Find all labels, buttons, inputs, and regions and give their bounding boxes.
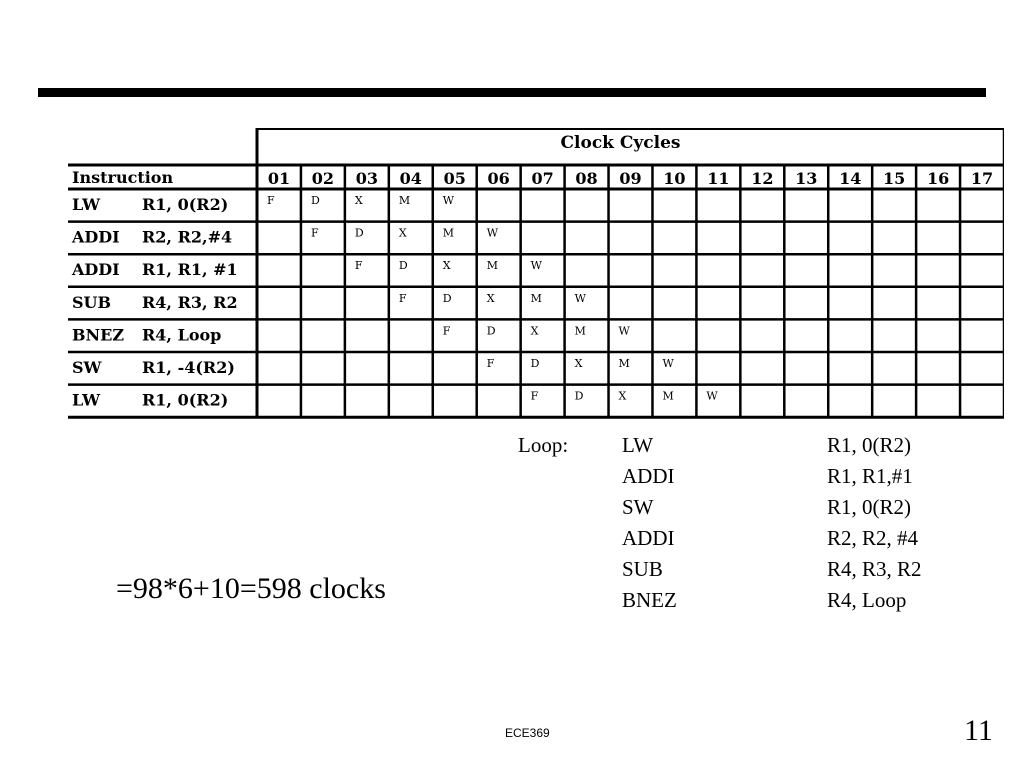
stage-cell: W	[443, 194, 455, 207]
stage-cell: D	[399, 259, 408, 272]
cycle-header: 08	[575, 169, 597, 188]
cycle-header: 17	[971, 169, 993, 188]
stage-cell: F	[487, 357, 495, 370]
code-opcode: ADDI	[622, 464, 675, 488]
stage-cell: M	[399, 194, 410, 207]
cycle-header: 15	[883, 169, 905, 188]
stage-cell: X	[355, 194, 363, 207]
instruction-args: R4, R3, R2	[142, 293, 238, 312]
stage-cell: X	[619, 390, 627, 403]
cycle-header: 06	[488, 169, 510, 188]
stage-cell: X	[575, 357, 583, 370]
cycle-header: 12	[751, 169, 773, 188]
stage-cell: D	[575, 390, 584, 403]
stage-cell: M	[619, 357, 630, 370]
cycle-header: 01	[268, 169, 290, 188]
instruction-args: R1, 0(R2)	[142, 195, 228, 214]
cycle-header: 09	[619, 169, 641, 188]
cycle-header: 03	[356, 169, 378, 188]
stage-cell: D	[311, 194, 320, 207]
stage-cell: M	[662, 390, 673, 403]
stage-cell: F	[531, 390, 539, 403]
stage-cell: M	[575, 324, 586, 337]
stage-cell: X	[487, 292, 495, 305]
stage-cell: W	[619, 324, 631, 337]
instruction-op: ADDI	[71, 260, 120, 279]
code-opcode: SUB	[622, 557, 663, 581]
stage-cell: M	[531, 292, 542, 305]
instruction-args: R4, Loop	[142, 325, 221, 344]
stage-cell: W	[487, 227, 499, 240]
cycle-header: 02	[312, 169, 334, 188]
instruction-args: R1, R1, #1	[142, 260, 238, 279]
code-line: SUB R4, R3, R2	[622, 554, 922, 585]
code-line: SW R1, 0(R2)	[622, 492, 911, 523]
code-operands: R4, Loop	[827, 588, 907, 612]
stage-cell: D	[531, 357, 540, 370]
stage-cell: D	[487, 324, 496, 337]
stage-cell: F	[355, 259, 363, 272]
stage-cell: M	[487, 259, 498, 272]
loop-label: Loop:	[518, 433, 569, 457]
code-line: ADDI R2, R2, #4	[622, 523, 918, 554]
instruction-op: LW	[72, 391, 101, 410]
instruction-op: LW	[72, 195, 101, 214]
instruction-args: R1, 0(R2)	[142, 391, 228, 410]
code-operands: R2, R2, #4	[827, 526, 919, 550]
instruction-args: R2, R2,#4	[142, 228, 232, 247]
code-operands: R1, 0(R2)	[827, 433, 911, 457]
cycle-header: 10	[663, 169, 685, 188]
stage-cell: F	[267, 194, 275, 207]
stage-cell: F	[311, 227, 319, 240]
instruction-header: Instruction	[72, 168, 173, 187]
stage-cell: X	[531, 324, 539, 337]
title-rule	[38, 88, 986, 97]
cycle-header: 13	[795, 169, 817, 188]
instruction-op: SUB	[72, 293, 111, 312]
stage-cell: W	[531, 259, 543, 272]
cycle-header: 07	[531, 169, 553, 188]
cycle-header: 14	[839, 169, 861, 188]
code-opcode: BNEZ	[622, 588, 677, 612]
stage-cell: X	[443, 259, 451, 272]
clock-formula: =98*6+10=598 clocks	[116, 572, 386, 605]
stage-cell: W	[706, 390, 718, 403]
code-operands: R1, 0(R2)	[827, 495, 911, 519]
code-operands: R4, R3, R2	[827, 557, 922, 581]
footer-course: ECE369	[505, 726, 550, 740]
cycle-header: 16	[927, 169, 949, 188]
slide-number: 11	[964, 714, 993, 747]
cycle-header: 11	[707, 169, 729, 188]
code-line: ADDI R1, R1,#1	[622, 461, 913, 492]
instruction-args: R1, -4(R2)	[142, 358, 235, 377]
code-line: BNEZ R4, Loop	[622, 585, 906, 616]
stage-cell: M	[443, 227, 454, 240]
stage-cell: X	[399, 227, 407, 240]
cycle-header: 05	[444, 169, 466, 188]
code-operands: R1, R1,#1	[827, 464, 913, 488]
code-opcode: SW	[622, 495, 654, 519]
cycle-header: 04	[400, 169, 422, 188]
instruction-op: BNEZ	[72, 325, 124, 344]
code-opcode: ADDI	[622, 526, 675, 550]
stage-cell: F	[443, 324, 451, 337]
stage-cell: D	[355, 227, 364, 240]
stage-cell: F	[399, 292, 407, 305]
instruction-op: SW	[72, 358, 103, 377]
clock-cycles-header: Clock Cycles	[561, 133, 681, 153]
code-opcode: LW	[622, 433, 654, 457]
stage-cell: W	[575, 292, 587, 305]
code-line: LW R1, 0(R2)	[622, 430, 911, 461]
instruction-op: ADDI	[71, 228, 120, 247]
stage-cell: D	[443, 292, 452, 305]
stage-cell: W	[662, 357, 674, 370]
